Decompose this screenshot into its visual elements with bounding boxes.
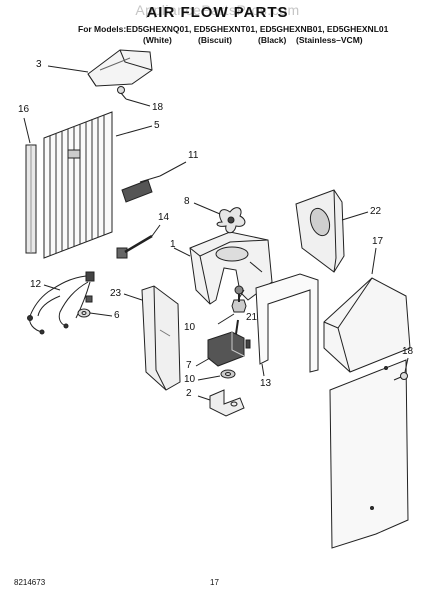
part-13-u-bracket [255,273,319,373]
part-3-cover [87,49,153,87]
callout-2: 2 [186,388,192,399]
part-23-duct-panel [141,285,181,391]
color-label-black: (Black) [258,35,287,45]
part-14-heater [116,234,153,259]
callout-13: 13 [260,378,272,389]
color-label-stainless: (Stainless–VCM) [296,35,363,45]
color-label-white: (White) [143,35,172,45]
leader-8 [193,202,221,215]
callout-7: 7 [186,360,192,371]
part-2-bracket [209,389,245,417]
callout-17: 17 [372,236,384,247]
part-16-rod [25,144,37,254]
part-18-screw-right [393,372,408,381]
part-10-nut-upper [231,299,247,313]
callout-18-top: 18 [152,102,164,113]
leader-10-lower [197,375,221,381]
part-7-motor [207,319,251,367]
leader-21 [237,289,245,301]
part-10-nut-lower [220,369,236,379]
leader-22 [341,211,369,221]
callout-10-upper: 10 [184,322,196,333]
callout-11: 11 [188,150,199,161]
leader-16 [23,117,31,144]
leader-23 [123,293,143,301]
document-number: 8214673 [14,578,46,587]
leader-14 [151,224,161,237]
callout-3: 3 [36,59,42,70]
callout-18-right: 18 [402,346,414,357]
leader-18-right [404,357,409,373]
watermark-text: AppliancePartsPros.com [135,2,300,18]
leader-6 [89,312,113,317]
part-22-duct [295,189,345,273]
leader-7 [195,357,211,367]
part-6-grommet [77,308,91,318]
color-label-biscuit: (Biscuit) [198,35,232,45]
models-line: For Models:ED5GHEXNQ01, ED5GHEXNT01, ED5… [78,24,389,34]
leader-5 [115,125,153,137]
part-11-sensor [121,175,161,203]
callout-10-lower: 10 [184,374,196,385]
leader-10-upper [217,313,235,325]
part-1-fan-housing [189,231,273,305]
callout-16: 16 [18,104,30,115]
leader-12 [43,284,61,291]
callout-8: 8 [184,196,190,207]
callout-23: 23 [110,288,122,299]
leader-13 [261,363,265,377]
part-5-evaporator [43,111,113,259]
leader-17 [371,247,377,275]
part-8-fan-blade [216,207,246,234]
callout-1: 1 [170,239,176,250]
leader-18-top [125,98,151,107]
part-17-panel [323,277,411,549]
page-title: AIR FLOW PARTS [146,4,289,21]
part-12-wire-harness [27,271,95,335]
callout-14: 14 [158,212,170,223]
part-18-screw-top [117,86,127,100]
leader-1 [173,247,191,257]
callout-5: 5 [154,120,160,131]
callout-21: 21 [246,312,258,323]
leader-2 [197,395,211,401]
page-number: 17 [210,578,219,587]
callout-6: 6 [114,310,120,321]
callout-22: 22 [370,206,382,217]
leader-11 [159,161,187,177]
leader-3 [47,65,89,73]
part-21-shaft [234,285,244,302]
callout-12: 12 [30,279,42,290]
